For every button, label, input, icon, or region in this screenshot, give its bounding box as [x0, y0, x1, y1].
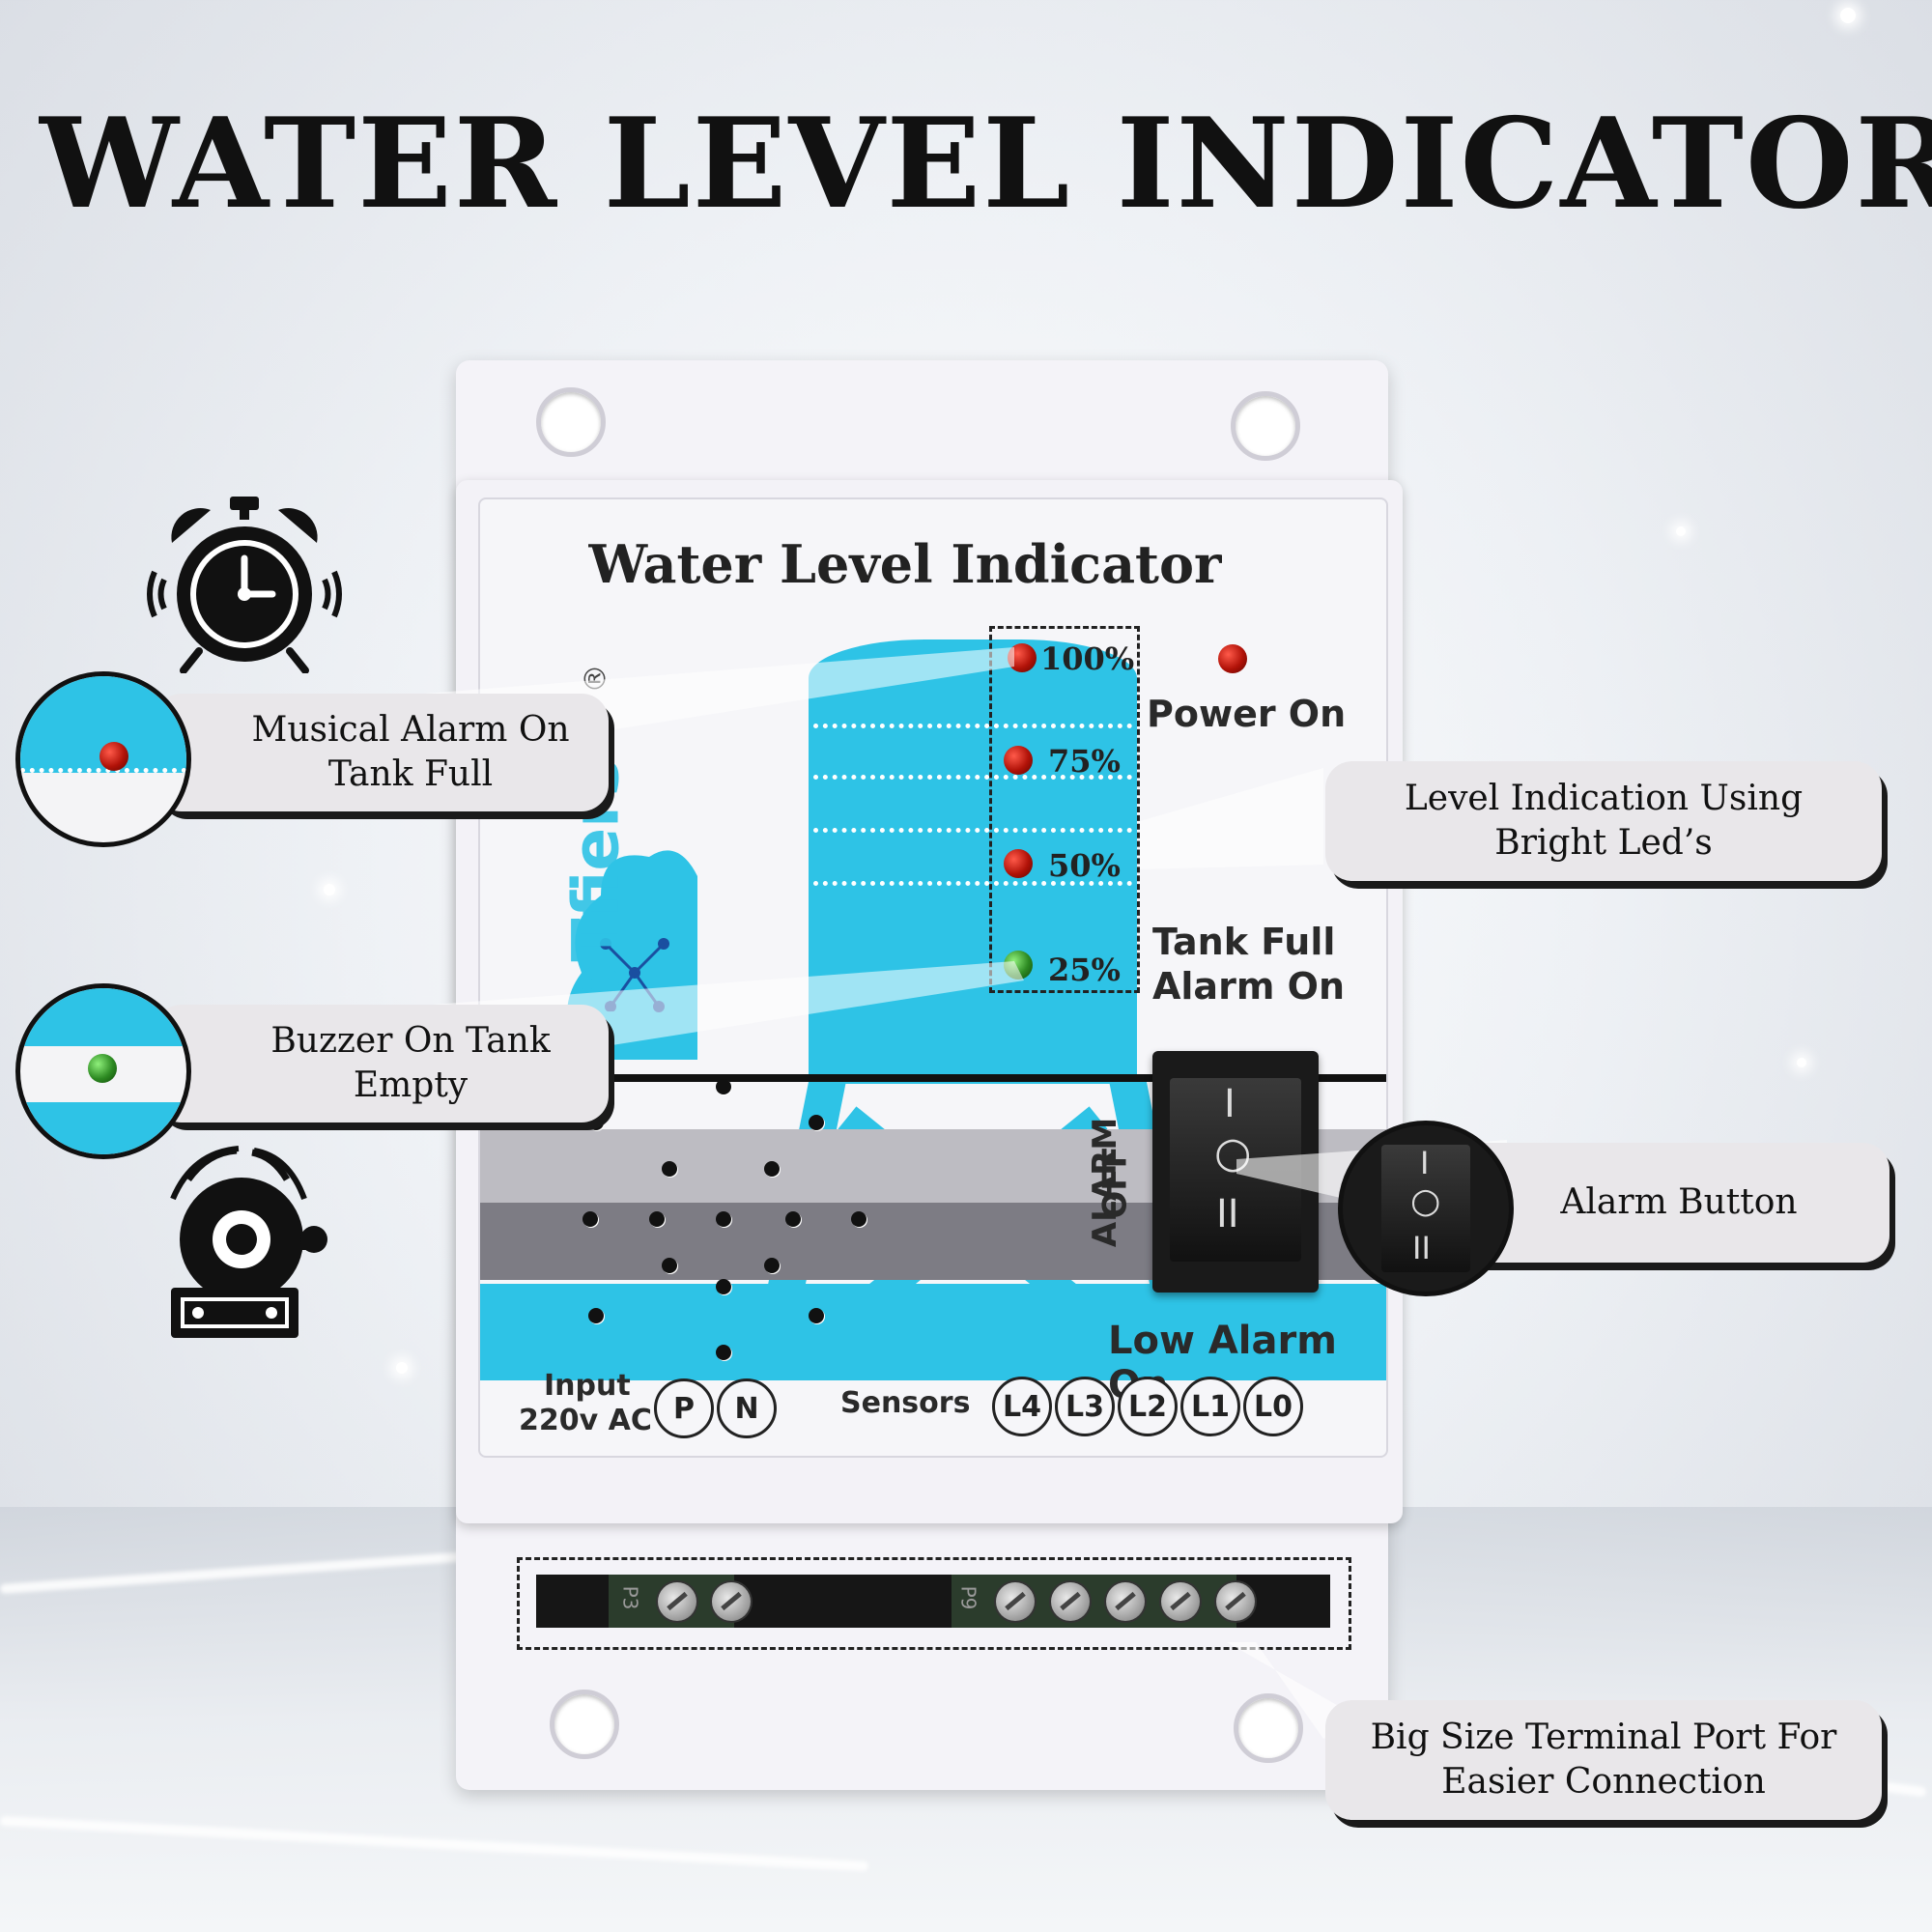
alarm-on-label: Alarm On: [1152, 965, 1345, 1008]
level-50-label: 50%: [1048, 847, 1121, 884]
zoom-red-led: [15, 671, 191, 847]
tank-level-line: [813, 724, 1132, 728]
speaker-vent: [582, 1211, 598, 1227]
level-25-label: 25%: [1048, 952, 1121, 988]
speaker-vent: [764, 1258, 780, 1273]
input-voltage-label: 220v AC: [519, 1404, 652, 1437]
terminal-screw[interactable]: [712, 1582, 751, 1621]
zoom-switch-i: I: [1420, 1145, 1430, 1181]
zoom-bg-blue-lower: [20, 1102, 186, 1154]
mount-hole: [536, 387, 606, 457]
terminal-strip: P3 P9: [536, 1575, 1330, 1628]
zoom-switch-ii: II: [1412, 1230, 1431, 1266]
tank-level-line: [813, 881, 1132, 886]
power-on-label: Power On: [1147, 693, 1347, 735]
device-front-panel: Water Level Indicator IoTfiers ® 100% 75…: [478, 497, 1388, 1458]
callout-musical-alarm: Musical Alarm On Tank Full: [155, 694, 609, 811]
speaker-vent: [716, 1211, 731, 1227]
speaker-vent: [809, 1115, 824, 1130]
led-75: [1004, 746, 1033, 775]
terminal-p: P: [654, 1378, 714, 1438]
terminal-l2: L2: [1118, 1377, 1178, 1436]
power-led: [1218, 644, 1247, 673]
speaker-vent: [809, 1308, 824, 1323]
callout-terminal-line1: Big Size Terminal Port For: [1370, 1718, 1837, 1757]
input-label: Input: [544, 1369, 631, 1403]
terminal-l0: L0: [1243, 1377, 1303, 1436]
sensors-label: Sensors: [840, 1386, 971, 1420]
sparkle: [1840, 8, 1856, 23]
sparkle: [396, 1362, 408, 1374]
device-label: Water Level Indicator: [588, 533, 1222, 595]
zoom-green-led-dot: [88, 1054, 117, 1083]
mount-hole: [1231, 391, 1300, 461]
callout-level-line1: Level Indication Using: [1404, 779, 1804, 818]
callout-buzzer: Buzzer On Tank Empty: [155, 1005, 609, 1122]
zoom-switch-face: I ○ II: [1381, 1145, 1470, 1272]
speaker-vent: [785, 1211, 801, 1227]
zoom-green-led: [15, 983, 191, 1159]
alarm-clock-icon: [147, 497, 342, 673]
terminal-screw[interactable]: [1106, 1582, 1145, 1621]
switch-ii-symbol: II: [1216, 1192, 1239, 1236]
terminal-screw[interactable]: [658, 1582, 696, 1621]
mount-hole: [1234, 1693, 1303, 1763]
panel-band-blue: [480, 1284, 1386, 1380]
panel-divider-line: [480, 1074, 1386, 1082]
callout-musical-alarm-line1: Musical Alarm On: [251, 710, 570, 750]
led-50: [1004, 849, 1033, 878]
sparkle: [1797, 1058, 1806, 1067]
speaker-vent: [649, 1211, 665, 1227]
callout-terminal-port: Big Size Terminal Port For Easier Connec…: [1325, 1700, 1882, 1820]
terminal-l3: L3: [1055, 1377, 1115, 1436]
switch-on-symbol: I: [1224, 1082, 1236, 1126]
level-100-label: 100%: [1040, 640, 1135, 677]
terminal-screw[interactable]: [1216, 1582, 1255, 1621]
terminal-l4: L4: [992, 1377, 1052, 1436]
callout-level-line2: Bright Led’s: [1494, 823, 1713, 863]
zoom-switch-o: ○: [1410, 1181, 1441, 1221]
sparkle: [1676, 526, 1686, 536]
speaker-vent: [588, 1308, 604, 1323]
tank-level-line: [813, 828, 1132, 833]
callout-buzzer-text: Buzzer On Tank Empty: [270, 1021, 551, 1105]
speaker-vent: [716, 1345, 731, 1360]
zoom-switch: I ○ II: [1338, 1121, 1514, 1296]
callout-alarm-button-text: Alarm Button: [1560, 1182, 1798, 1222]
tank-level-line: [813, 775, 1132, 780]
page-title: WATER LEVEL INDICATOR: [40, 92, 1932, 237]
zoom-bg-blue: [20, 988, 186, 1046]
speaker-vent: [662, 1161, 677, 1177]
speaker-vent: [662, 1258, 677, 1273]
callout-musical-alarm-line2: Tank Full: [327, 754, 494, 794]
terminal-screw[interactable]: [1051, 1582, 1090, 1621]
callout-level-indication: Level Indication Using Bright Led’s: [1325, 761, 1882, 881]
ringing-bell-icon: [170, 1146, 327, 1338]
terminal-l1: L1: [1180, 1377, 1240, 1436]
zoom-red-led-dot: [99, 742, 128, 771]
speaker-vent: [764, 1161, 780, 1177]
terminal-screw[interactable]: [996, 1582, 1035, 1621]
mount-hole: [550, 1690, 619, 1759]
led-highlight-box: [989, 626, 1140, 993]
speaker-vent: [716, 1279, 731, 1294]
tank-illustration: [809, 639, 1137, 1084]
terminal-highlight-box: [517, 1557, 1351, 1650]
level-75-label: 75%: [1048, 743, 1121, 780]
sparkle: [324, 884, 335, 895]
tank-full-label: Tank Full: [1152, 921, 1336, 963]
speaker-vent: [716, 1079, 731, 1094]
terminal-screw[interactable]: [1161, 1582, 1200, 1621]
zoom-dotline: [20, 768, 186, 773]
callout-terminal-line2: Easier Connection: [1441, 1762, 1766, 1802]
terminal-n: N: [717, 1378, 777, 1438]
speaker-vent: [851, 1211, 867, 1227]
